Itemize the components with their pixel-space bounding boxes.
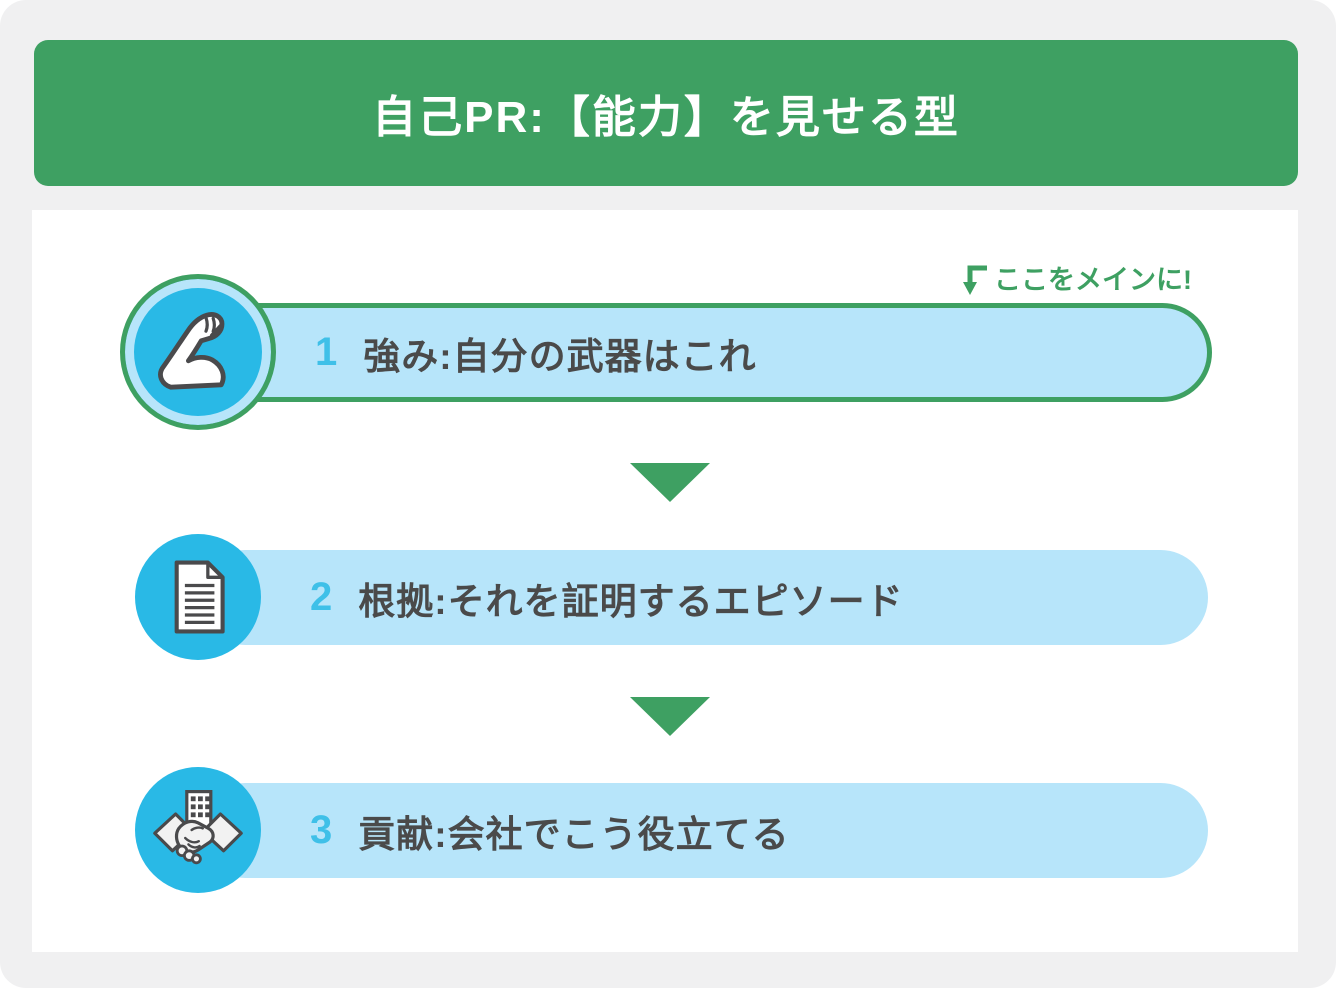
step-number: 3 [310,808,333,852]
down-arrow-icon [630,697,710,736]
annotation-main-point: ここをメインに! [962,258,1192,297]
step-icon-circle-strength [120,274,276,430]
flexed-arm-icon [158,312,226,390]
corner-down-arrow-icon [963,265,987,295]
document-icon [174,560,225,634]
step-pill-evidence: 2 根拠:それを証明するエピソード [198,550,1208,645]
down-arrow-icon [630,463,710,502]
step-label: 強み:自分の武器はこれ [363,335,757,377]
step-icon-circle-contribution [135,767,261,893]
step-label: 根拠:それを証明するエピソード [358,580,904,622]
step-number: 1 [315,330,338,374]
annotation-label: ここをメインに! [994,265,1192,295]
step-pill-contribution: 3 貢献:会社でこう役立てる [198,783,1208,878]
step-number: 2 [310,575,333,619]
step-icon-circle-evidence [135,534,261,660]
step-pill-strength: 1 強み:自分の武器はこれ [198,303,1212,402]
page-title: 自己PR:【能力】を見せる型 [372,93,960,142]
step-label: 貢献:会社でこう役立てる [358,813,790,855]
header-banner: 自己PR:【能力】を見せる型 [34,40,1298,186]
handshake-building-icon [153,790,243,865]
